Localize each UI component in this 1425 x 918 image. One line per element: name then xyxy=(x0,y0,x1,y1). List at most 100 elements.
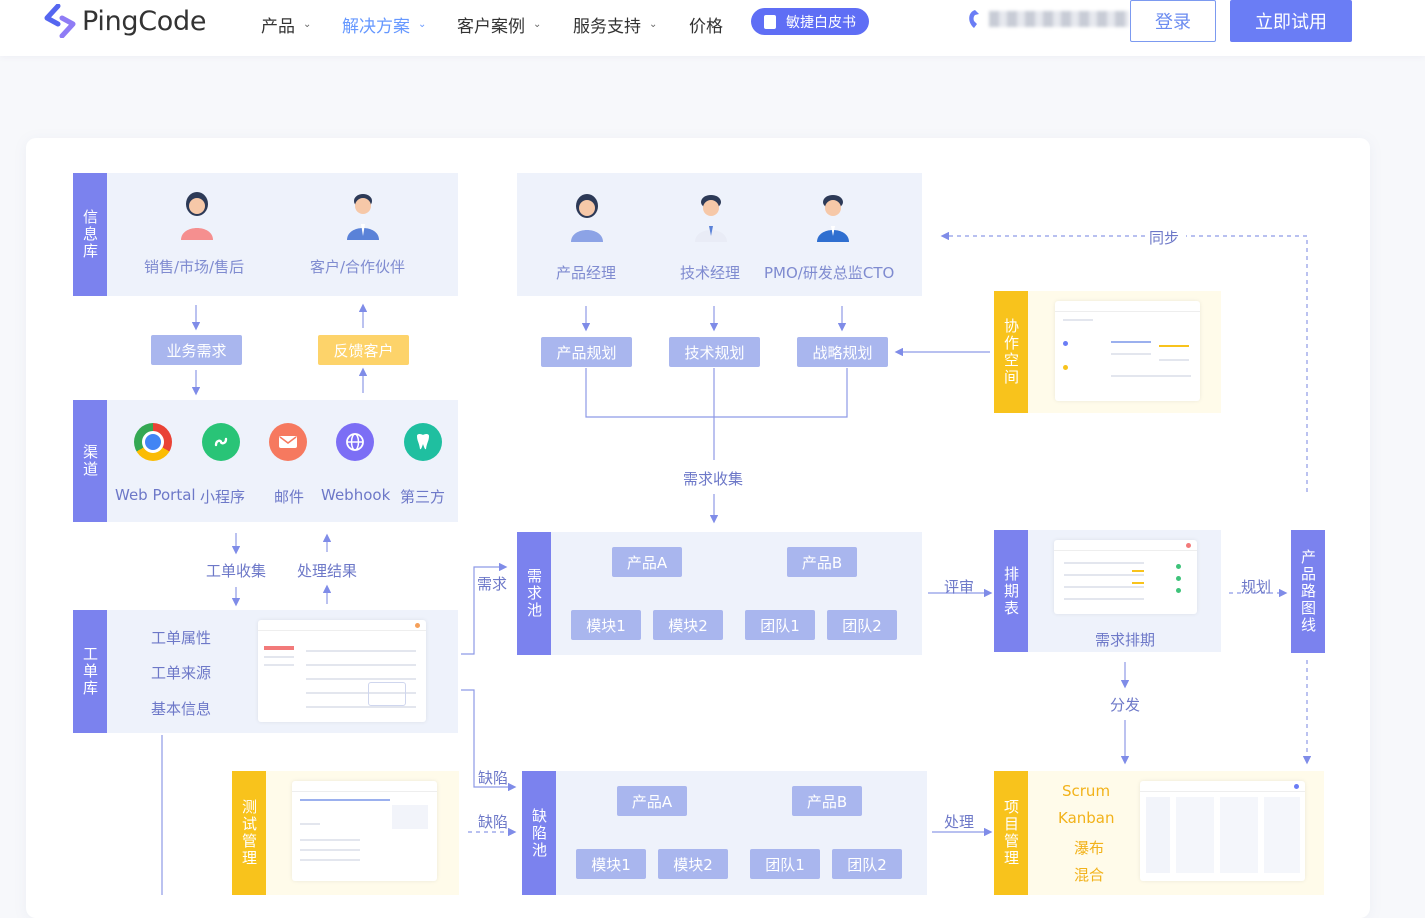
defect-module-2: 模块2 xyxy=(658,849,728,879)
project-mgmt-tab: 项目管理 xyxy=(994,771,1028,895)
tab-label: 工单库 xyxy=(81,646,99,697)
defect-label-1: 缺陷 xyxy=(478,769,509,787)
req-module-1: 模块1 xyxy=(571,610,641,640)
role-customer: 客户/合作伙伴 xyxy=(310,258,406,276)
roadmap-tab[interactable]: 产品路图线 xyxy=(1291,530,1325,653)
project-screenshot-thumbnail xyxy=(1140,781,1305,881)
nav-product[interactable]: 产品 ⌄ xyxy=(261,12,311,37)
top-header: PingCode 产品⌄ 解决方案⌄ 客户案例⌄ 服务支持⌄ 价格 敏捷白皮书 … xyxy=(0,0,1425,56)
login-button[interactable]: 登录 xyxy=(1130,0,1216,42)
ticket-screenshot-thumbnail xyxy=(258,620,426,722)
test-mgmt-tab: 测试管理 xyxy=(232,771,266,895)
role-product-manager: 产品经理 xyxy=(556,264,617,282)
chevron-down-icon: ⌄ xyxy=(649,19,658,30)
dispatch-label: 分发 xyxy=(1110,696,1141,714)
channels-tab: 渠道 xyxy=(73,400,107,522)
tech-plan-chip: 技术规划 xyxy=(669,337,760,367)
miniprogram-icon xyxy=(202,423,240,461)
collab-tab: 协作空间 xyxy=(994,291,1028,413)
nav-label: 价格 xyxy=(689,17,723,37)
tooth-icon xyxy=(404,423,442,461)
nav-label: 客户案例 xyxy=(457,17,525,37)
strategy-plan-chip: 战略规划 xyxy=(797,337,888,367)
product-plan-chip: 产品规划 xyxy=(541,337,632,367)
sync-label: 同步 xyxy=(1149,229,1180,247)
tab-label: 项目管理 xyxy=(1002,799,1020,867)
tech-manager-icon xyxy=(695,195,727,242)
review-label: 评审 xyxy=(944,578,975,596)
defect-product-a: 产品A xyxy=(617,786,687,816)
channel-webhook: Webhook xyxy=(321,486,391,504)
method-hybrid: 混合 xyxy=(1074,866,1105,884)
ticket-collect-label: 工单收集 xyxy=(206,562,267,580)
plan-label: 规划 xyxy=(1241,578,1272,596)
channels-panel xyxy=(73,400,458,522)
defect-module-1: 模块1 xyxy=(576,849,646,879)
phone-number-blurred xyxy=(989,11,1129,27)
defect-product-b: 产品B xyxy=(792,786,862,816)
chevron-down-icon: ⌄ xyxy=(533,19,542,30)
ticket-attr: 工单属性 xyxy=(151,629,212,647)
pingcode-logo-icon xyxy=(44,4,76,38)
phone-icon xyxy=(969,10,979,28)
document-icon xyxy=(764,14,776,29)
whitepaper-label: 敏捷白皮书 xyxy=(786,14,856,31)
role-tech-manager: 技术经理 xyxy=(680,264,741,282)
req-product-a: 产品A xyxy=(612,547,682,577)
tab-label: 协作空间 xyxy=(1002,318,1020,386)
nav-label: 服务支持 xyxy=(573,17,641,37)
cto-icon xyxy=(817,195,849,242)
nav-solutions[interactable]: 解决方案 ⌄ xyxy=(342,12,426,37)
nav-label: 解决方案 xyxy=(342,17,410,37)
test-screenshot-thumbnail xyxy=(292,781,437,881)
feedback-chip: 反馈客户 xyxy=(318,335,409,365)
channel-web-portal: Web Portal xyxy=(115,486,196,504)
req-collect-label: 需求收集 xyxy=(683,470,744,488)
info-lib-panel xyxy=(73,173,458,296)
mail-icon xyxy=(269,423,307,461)
nav-support[interactable]: 服务支持 ⌄ xyxy=(573,12,657,37)
whitepaper-button[interactable]: 敏捷白皮书 xyxy=(751,8,869,35)
schedule-caption: 需求排期 xyxy=(1095,631,1156,649)
schedule-tab: 排期表 xyxy=(994,530,1028,652)
tab-label: 测试管理 xyxy=(240,799,258,867)
req-label: 需求 xyxy=(477,575,508,593)
ticket-basic-info: 基本信息 xyxy=(151,700,212,718)
chrome-icon xyxy=(134,423,172,461)
channel-third-party: 第三方 xyxy=(400,488,446,506)
chevron-down-icon: ⌄ xyxy=(418,19,427,30)
method-waterfall: 瀑布 xyxy=(1074,839,1105,857)
defect-pool-tab: 缺陷池 xyxy=(522,771,556,895)
brand-name: PingCode xyxy=(82,5,207,37)
req-product-b: 产品B xyxy=(787,547,857,577)
partner-person-icon xyxy=(347,194,379,240)
tab-label: 信息库 xyxy=(81,209,99,260)
defect-team-1: 团队1 xyxy=(750,849,820,879)
channel-mail: 邮件 xyxy=(274,488,305,506)
info-lib-tab: 信息库 xyxy=(73,173,107,296)
ticket-lib-tab: 工单库 xyxy=(73,610,107,733)
free-trial-button[interactable]: 立即试用 xyxy=(1230,0,1352,42)
sales-person-icon xyxy=(181,192,213,240)
req-module-2: 模块2 xyxy=(653,610,723,640)
role-cto: PMO/研发总监CTO xyxy=(764,264,895,282)
business-need-chip: 业务需求 xyxy=(151,335,242,365)
schedule-screenshot-thumbnail xyxy=(1054,540,1197,614)
method-kanban: Kanban xyxy=(1058,809,1115,827)
brand-logo[interactable]: PingCode xyxy=(44,4,206,38)
method-scrum: Scrum xyxy=(1062,782,1111,800)
ticket-source: 工单来源 xyxy=(151,664,212,682)
nav-pricing[interactable]: 价格 xyxy=(689,12,723,37)
nav-cases[interactable]: 客户案例 ⌄ xyxy=(457,12,541,37)
product-manager-icon xyxy=(571,194,603,242)
tab-label: 渠道 xyxy=(81,444,99,478)
nav-label: 产品 xyxy=(261,17,295,37)
globe-icon xyxy=(336,423,374,461)
tab-label: 排期表 xyxy=(1002,565,1020,617)
phone-contact[interactable] xyxy=(965,8,1129,30)
tab-label: 需求池 xyxy=(525,568,543,619)
defect-team-2: 团队2 xyxy=(832,849,902,879)
req-pool-tab: 需求池 xyxy=(517,532,551,655)
channel-miniprogram: 小程序 xyxy=(200,488,246,506)
chevron-down-icon: ⌄ xyxy=(303,19,312,30)
